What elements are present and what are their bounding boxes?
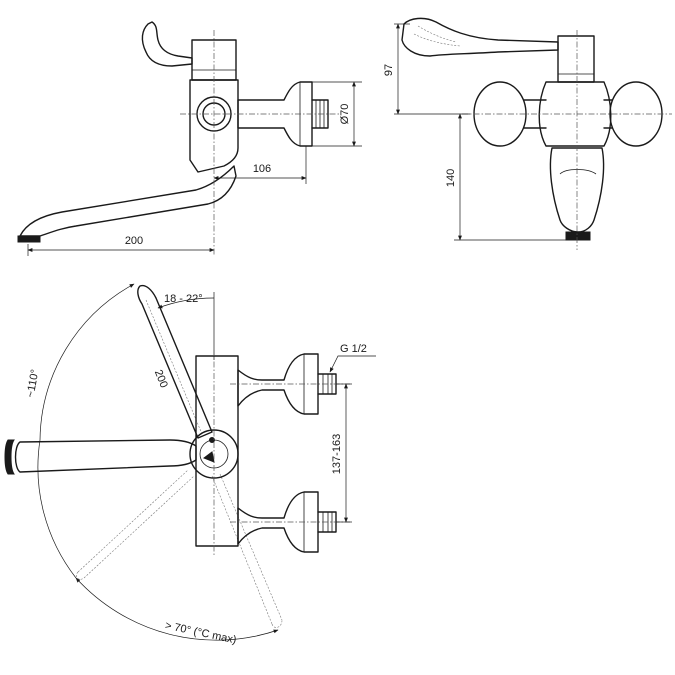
angle-arc [157, 297, 215, 309]
top-inlet-lower [237, 491, 319, 553]
lever-rotated-lower [211, 473, 283, 628]
side-lever [141, 21, 193, 67]
top-view: G 1/2 137-163 18 - 22° 200 ~110° > 70° (… [4, 283, 376, 647]
front-cap [557, 35, 595, 83]
lever-rotated-lower-left [76, 469, 195, 580]
top-inlet-upper [237, 353, 319, 415]
side-spout-tip [17, 235, 41, 243]
thread-leader [329, 355, 376, 373]
label-temp-limit: > 70° (°C max) [164, 620, 238, 647]
dim-spout-length: 200 [125, 235, 143, 247]
label-rotation: ~110° [25, 368, 42, 398]
dim-side-offset: 106 [253, 163, 271, 175]
label-thread: G 1/2 [340, 343, 367, 355]
side-spout [19, 165, 237, 237]
lever-rotated-upper [137, 284, 213, 439]
dim-inlet-diameter: Ø70 [339, 104, 351, 125]
lever-main-end [4, 439, 15, 475]
dim-centres: 137-163 [331, 434, 343, 474]
front-body [538, 81, 612, 147]
side-body [189, 79, 239, 173]
lever-main [14, 439, 197, 473]
label-lever-length: 200 [152, 368, 170, 390]
front-spout-tip [565, 231, 591, 241]
top-body [195, 355, 239, 547]
dim-lever-height: 97 [383, 64, 395, 76]
front-view: 97 140 [383, 17, 672, 250]
label-lever-angle: 18 - 22° [164, 293, 203, 305]
temp-indicator-icon [202, 451, 215, 463]
front-lever [401, 17, 559, 57]
temp-arc [75, 577, 279, 641]
dim-body-height: 140 [445, 169, 457, 187]
side-view: Ø70 106 200 [17, 21, 362, 256]
rotation-arc [39, 283, 135, 441]
